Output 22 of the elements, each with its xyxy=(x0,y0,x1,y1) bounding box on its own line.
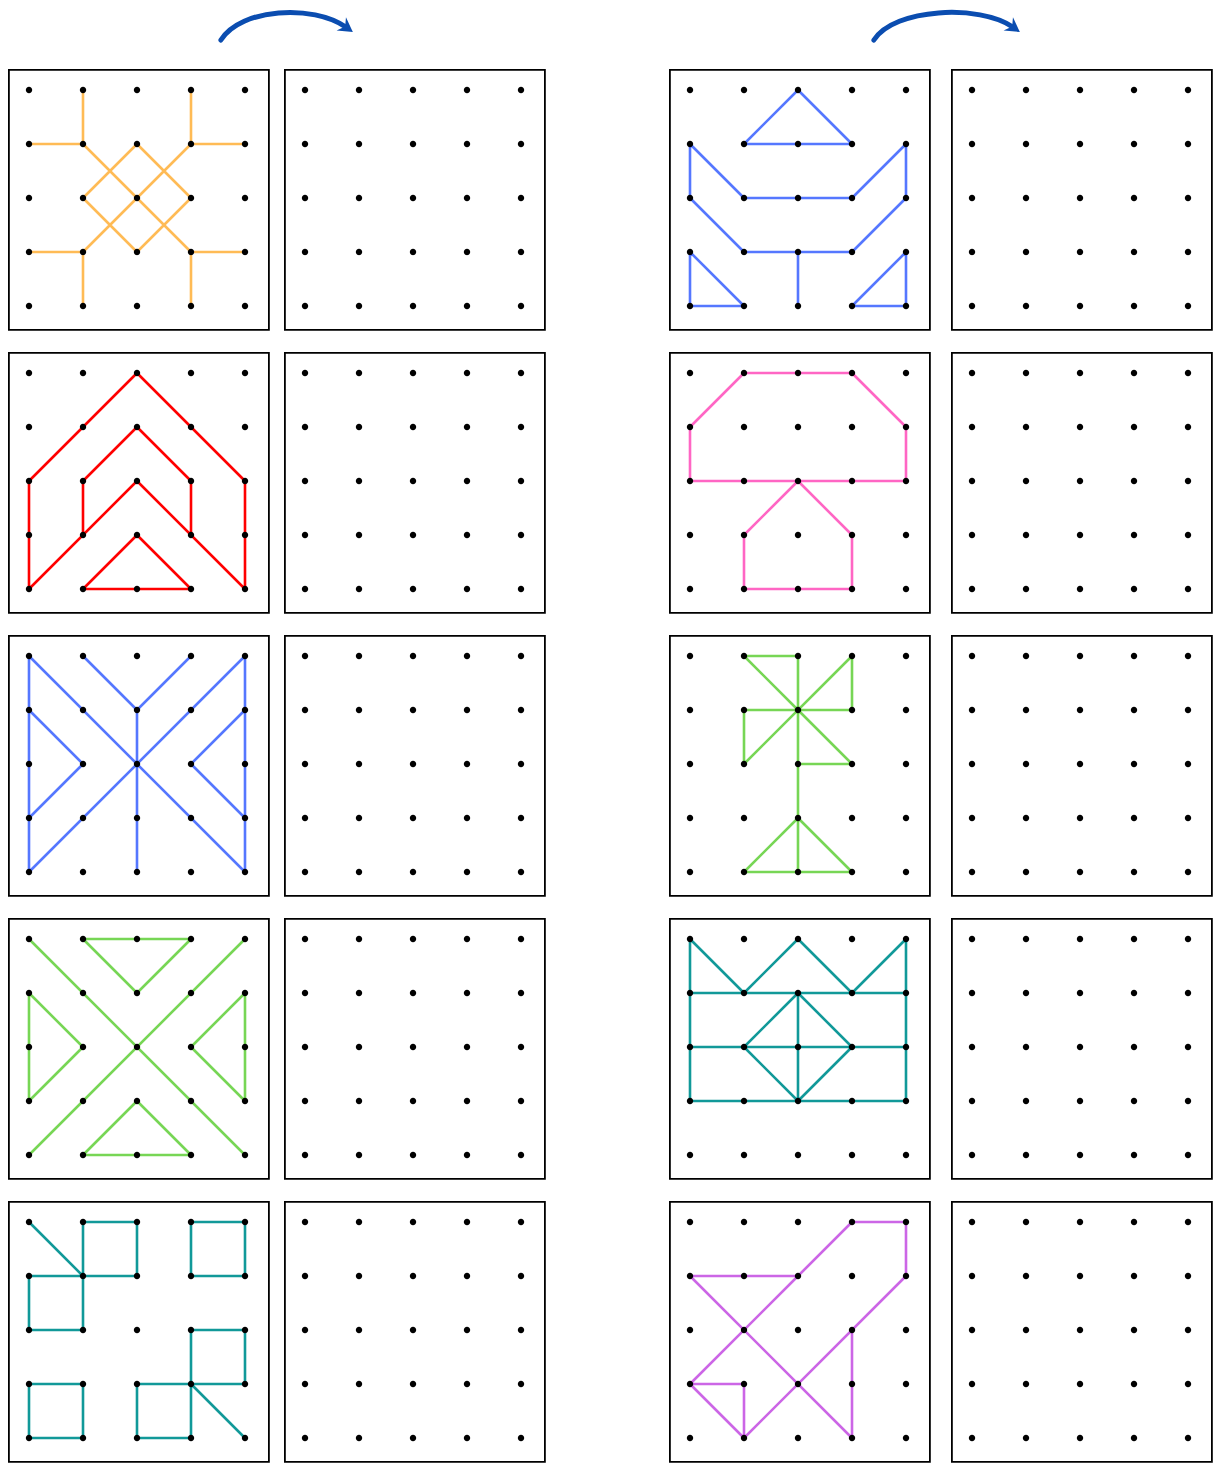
geoboard-frame xyxy=(284,635,546,897)
geoboard-frame xyxy=(284,1201,546,1463)
geoboard-frame xyxy=(951,918,1213,1180)
geoboard-frame xyxy=(8,352,270,614)
geoboard-frame xyxy=(669,918,931,1180)
geoboard-frame xyxy=(951,352,1213,614)
geoboard-frame xyxy=(669,352,931,614)
geoboard-frame xyxy=(284,918,546,1180)
geoboard-frame xyxy=(8,918,270,1180)
geoboard-frame xyxy=(8,69,270,331)
geoboard-frame xyxy=(669,1201,931,1463)
geoboard-frame xyxy=(951,635,1213,897)
geoboard-frame xyxy=(669,69,931,331)
geoboard-frame xyxy=(8,1201,270,1463)
geoboard-frame xyxy=(951,69,1213,331)
geoboard-frame xyxy=(951,1201,1213,1463)
curved-arrow xyxy=(871,9,1020,43)
geoboard-frame xyxy=(284,69,546,331)
geoboard-frame xyxy=(284,352,546,614)
curved-arrow xyxy=(218,9,353,43)
geoboard-frame xyxy=(8,635,270,897)
geoboard-frame xyxy=(669,635,931,897)
